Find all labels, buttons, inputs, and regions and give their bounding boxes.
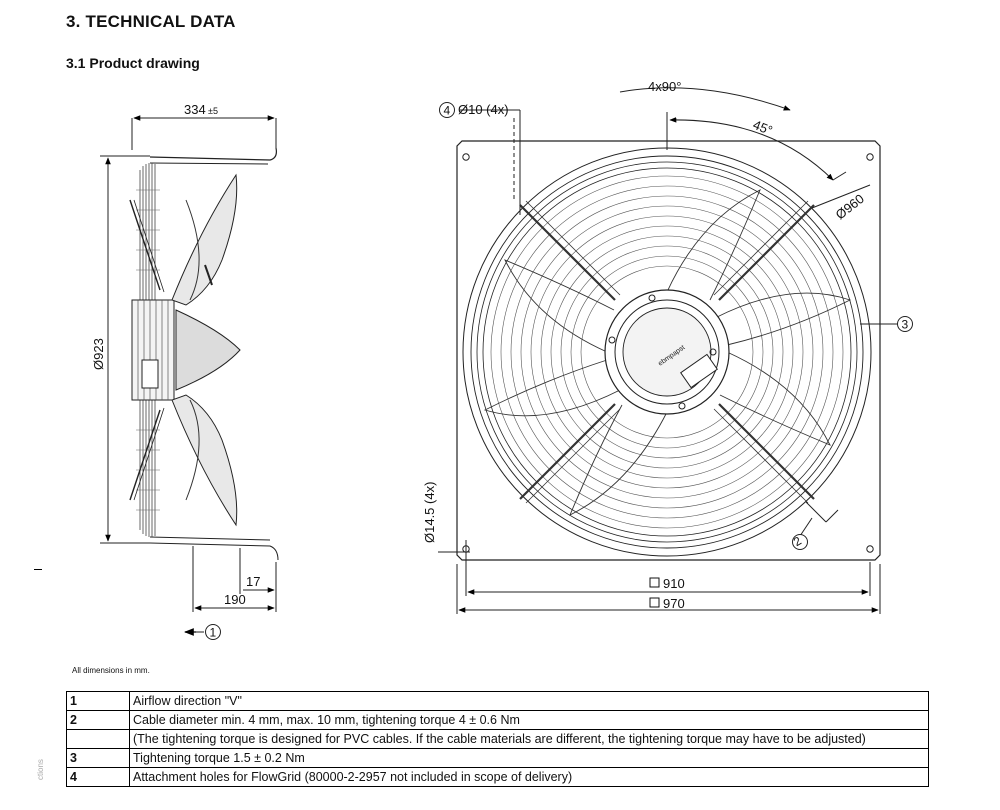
dim-910-label: 910: [649, 576, 685, 591]
margin-mark: [34, 569, 42, 570]
callout-4: 4: [439, 102, 455, 118]
legend-text: Airflow direction "V": [129, 691, 929, 711]
holes-dimension-label: Ø10 (4x): [458, 102, 509, 117]
front-view: [438, 87, 898, 614]
svg-text:4: 4: [444, 104, 451, 118]
legend-text: (The tightening torque is designed for P…: [129, 729, 929, 749]
table-row: 3 Tightening torque 1.5 ± 0.2 Nm: [66, 748, 929, 768]
table-row: 1 Airflow direction "V": [66, 691, 929, 711]
table-row: 4 Attachment holes for FlowGrid (80000-2…: [66, 767, 929, 787]
dim-970-label: 970: [649, 596, 685, 611]
svg-text:970: 970: [663, 596, 685, 611]
angle-45-label: 45°: [751, 117, 775, 138]
svg-text:3: 3: [902, 318, 909, 332]
legend-text: Cable diameter min. 4 mm, max. 10 mm, ti…: [129, 710, 929, 730]
angle-4x90-label: 4x90°: [648, 79, 681, 94]
table-row: (The tightening torque is designed for P…: [66, 729, 929, 749]
dim-334-label: 334: [184, 102, 206, 117]
svg-text:910: 910: [663, 576, 685, 591]
legend-number: [66, 729, 130, 749]
callout-1: 1: [205, 624, 221, 640]
subsection-heading: 3.1 Product drawing: [66, 55, 200, 71]
table-row: 2 Cable diameter min. 4 mm, max. 10 mm, …: [66, 710, 929, 730]
dim-14-5-label: Ø14.5 (4x): [422, 482, 437, 543]
side-margin-text: ctions: [36, 759, 45, 780]
legend-text: Tightening torque 1.5 ± 0.2 Nm: [129, 748, 929, 768]
dim-334-tolerance: ±5: [208, 106, 218, 116]
legend-number: 4: [66, 767, 130, 787]
legend-table: 1 Airflow direction "V" 2 Cable diameter…: [66, 691, 929, 787]
callout-2: 2: [791, 533, 808, 550]
section-heading: 3. TECHNICAL DATA: [66, 12, 236, 31]
callout-3: 3: [897, 316, 913, 332]
dim-923-label: Ø923: [91, 338, 106, 370]
dim-17-label: 17: [246, 574, 260, 589]
legend-text: Attachment holes for FlowGrid (80000-2-2…: [129, 767, 929, 787]
dimensions-note: All dimensions in mm.: [72, 666, 150, 675]
dim-190-label: 190: [224, 592, 246, 607]
product-drawing: 334 ±5 Ø923 17 190 1: [91, 79, 913, 640]
svg-text:1: 1: [210, 626, 217, 640]
legend-number: 2: [66, 710, 130, 730]
side-view: [100, 115, 279, 636]
dim-960-label: Ø960: [833, 191, 867, 222]
legend-number: 3: [66, 748, 130, 768]
legend-number: 1: [66, 691, 130, 711]
